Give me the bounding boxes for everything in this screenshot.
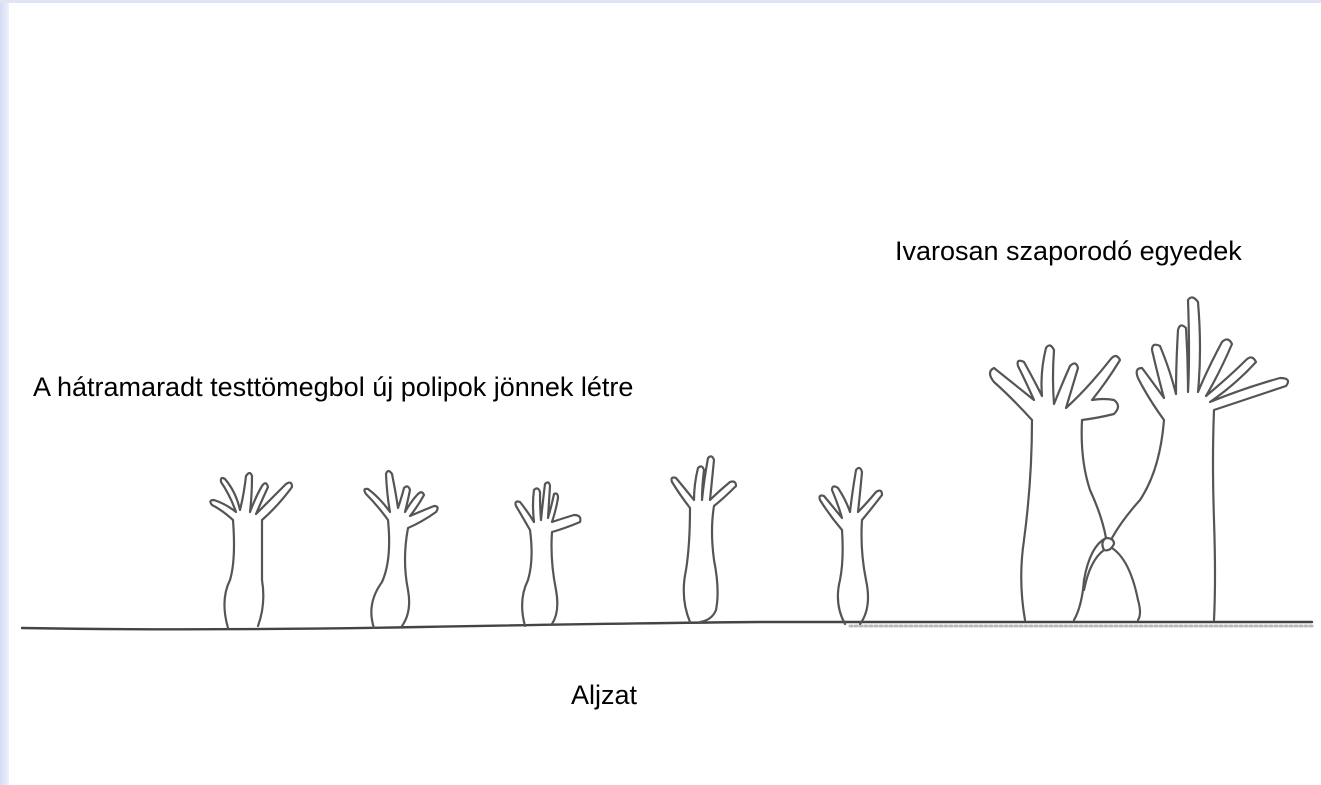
small-polyp-1: [210, 473, 292, 628]
large-polyp-left: [990, 345, 1120, 620]
small-polyp-2: [364, 471, 437, 628]
small-polyp-4: [672, 456, 737, 622]
small-polyp-5: [820, 468, 883, 624]
small-polyp-3: [516, 482, 581, 626]
substrate-line: [22, 622, 1312, 629]
large-polyp-right: [1084, 297, 1288, 620]
label-substrate: Aljzat: [571, 682, 637, 709]
label-sexual-individuals: Ivarosan szaporodó egyedek: [895, 238, 1242, 265]
label-new-polyps: A hátramaradt testtömegbol új polipok jö…: [33, 374, 633, 401]
